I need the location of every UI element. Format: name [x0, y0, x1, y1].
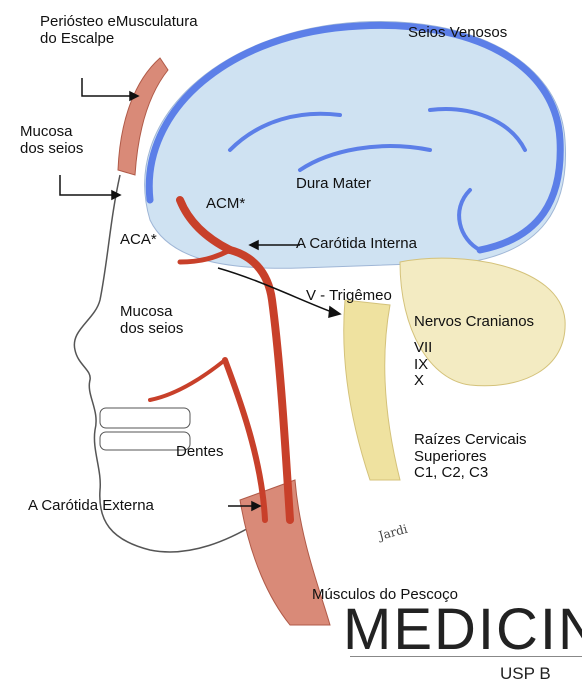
label-mucosa-seios-top: Mucosa dos seios	[20, 124, 83, 157]
label-carotida-externa: A Carótida Externa	[28, 498, 154, 515]
label-seios-venosos: Seios Venosos	[408, 25, 507, 42]
artist-signature: Jardi	[375, 522, 409, 544]
label-acm: ACM*	[206, 196, 245, 213]
label-carotida-interna: A Carótida Interna	[296, 236, 417, 253]
label-trigemeo: V - Trigêmeo	[306, 288, 392, 305]
label-dentes: Dentes	[176, 444, 224, 461]
label-nervos-cranianos: Nervos Cranianos	[414, 314, 534, 331]
logo-subtitle: USP B	[500, 664, 551, 684]
logo-divider	[350, 656, 582, 657]
label-dura-mater: Dura Mater	[296, 176, 371, 193]
logo-wordmark: MEDICIN	[343, 596, 582, 663]
cervical-nerves	[344, 300, 400, 480]
label-aca: ACA*	[120, 232, 157, 249]
label-periosteo: Periósteo eMusculatura do Escalpe	[40, 14, 198, 47]
label-nervos-list: VII IX X	[414, 340, 432, 390]
label-raizes: Raízes Cervicais Superiores C1, C2, C3	[414, 432, 527, 482]
label-mucosa-seios-mid: Mucosa dos seios	[120, 304, 183, 337]
